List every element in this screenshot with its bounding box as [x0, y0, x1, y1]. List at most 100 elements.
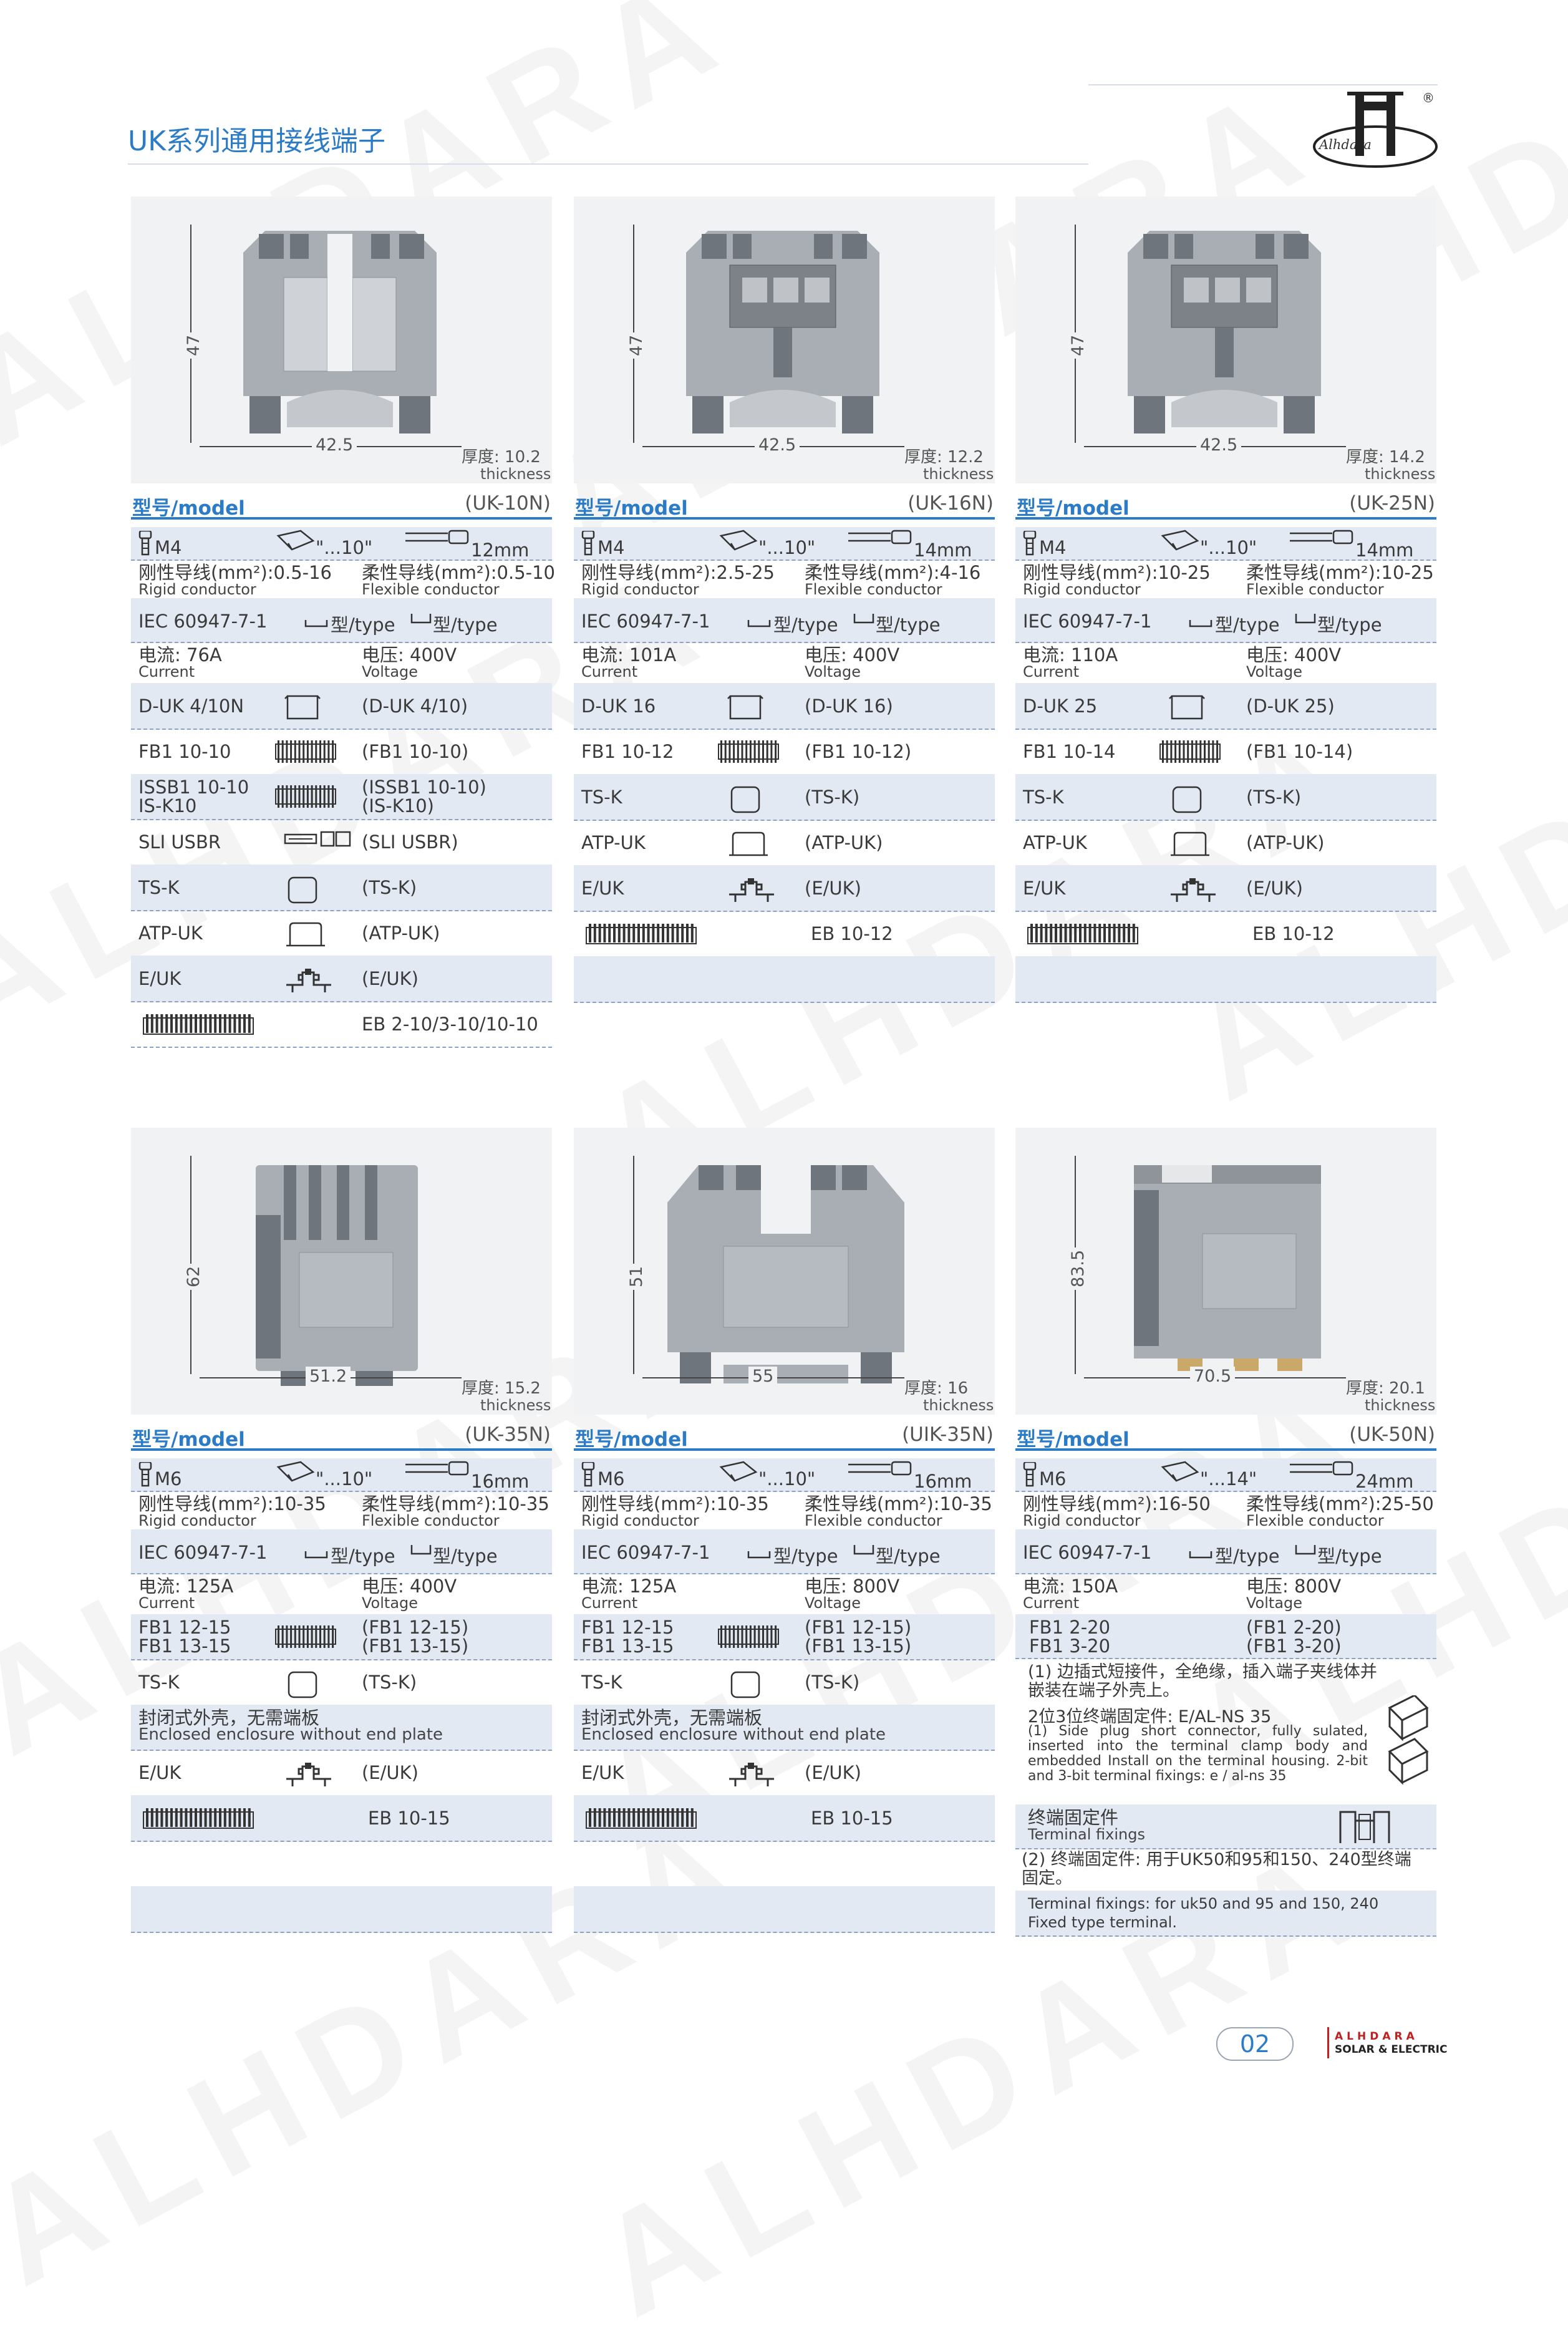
- model-label: 型号/model: [1017, 497, 1130, 520]
- current-cn: 电流: 125A: [581, 1576, 677, 1597]
- accessory-code-text: EB 10-15: [368, 1808, 450, 1829]
- type-g-icon: [853, 1541, 874, 1562]
- marker-strip-icon: [585, 1806, 697, 1835]
- accessory-row: EB 2-10/3-10/10-10: [131, 1001, 552, 1048]
- brand-bar: [1327, 2027, 1329, 2058]
- model-code: (UK-10N): [465, 492, 551, 515]
- thickness-value: 厚度: 14.2: [1346, 448, 1425, 467]
- type-2: 型/type: [433, 614, 498, 636]
- accessory-row: EB 10-12: [574, 911, 995, 957]
- height-dimension: 62: [184, 1263, 203, 1290]
- type-u-icon: [1189, 1544, 1212, 1566]
- accessory-row: E/UK(E/UK): [574, 1750, 995, 1796]
- note1-en: (1) Side plug short connector, fully sul…: [1028, 1723, 1368, 1784]
- accessory-code-text: (TS-K): [805, 787, 860, 808]
- jumper-bar-icon: [274, 1624, 337, 1654]
- partition-icon: [284, 875, 321, 909]
- accessory-code-text: EB 10-12: [811, 923, 893, 944]
- terminal-fixings-cn: 终端固定件: [1028, 1807, 1119, 1828]
- type-2: 型/type: [876, 614, 941, 636]
- type-2: 型/type: [1317, 614, 1382, 636]
- accessory-row: ATP-UK (ATP-UK): [1015, 820, 1436, 866]
- partition-icon: [284, 1670, 321, 1704]
- accessory-code-text: (E/UK): [805, 878, 861, 899]
- end-plate-icon: [284, 694, 321, 725]
- accessory-code-text: (ATP-UK): [805, 832, 883, 853]
- accessory-code-text: (D-UK 4/10): [362, 695, 468, 717]
- strip-length: 14mm: [1355, 540, 1414, 561]
- accessory-name: E/UK: [138, 1762, 181, 1783]
- accessory-name-text: TS-K: [581, 1672, 622, 1693]
- accessory-code: EB 10-15: [811, 1808, 893, 1829]
- accessory-code: (ISSB1 10-10)(IS-K10): [362, 777, 486, 816]
- strip-length-icon: [404, 528, 473, 554]
- accessory-name: FB1 10-10: [138, 741, 231, 762]
- voltage-cn: 电压: 400V: [805, 644, 900, 666]
- model-code: (UK-50N): [1349, 1423, 1435, 1446]
- accessory-code: (TS-K): [805, 787, 859, 808]
- accessory-name: ATP-UK: [1023, 832, 1087, 853]
- gauge-size: "...10": [758, 537, 816, 558]
- title-rule-upper: [1088, 84, 1438, 85]
- accessory-code-text: (ATP-UK): [1246, 832, 1325, 853]
- accessory-name-text: TS-K: [138, 1672, 180, 1693]
- separator-plate-icon: [284, 921, 327, 952]
- accessory-name-text: ATP-UK: [581, 832, 646, 853]
- accessory-row: TS-K(TS-K): [574, 1659, 995, 1706]
- type-u-icon: [304, 613, 328, 634]
- accessory-name-text: D-UK 25: [1023, 695, 1098, 717]
- accessory-row: TS-K(TS-K): [1015, 774, 1436, 821]
- jumper-bar-icon: [717, 739, 780, 768]
- accessory-code: (ATP-UK): [805, 832, 883, 853]
- height-dimension: 51: [627, 1263, 646, 1290]
- accessory-row: E/UK (E/UK): [574, 865, 995, 912]
- width-dimension: 42.5: [1196, 435, 1242, 455]
- end-bracket-icon: [284, 966, 334, 998]
- accessory-name: D-UK 16: [581, 695, 656, 717]
- rigid-conductor-cn: 刚性导线(mm²):10-25: [1023, 562, 1211, 583]
- accessory-name-text: FB1 10-14: [1023, 741, 1116, 762]
- voltage-en: Voltage: [362, 1594, 419, 1612]
- width-dimension: 55: [748, 1367, 778, 1386]
- accessory-name: E/UK: [581, 878, 624, 899]
- screw-icon: [581, 530, 595, 560]
- voltage-cn: 电压: 800V: [805, 1576, 900, 1597]
- screwdriver-icon: [276, 1460, 317, 1489]
- accessory-name: FB1 10-14: [1023, 741, 1116, 762]
- type-u-icon: [1189, 613, 1212, 634]
- accessory-row: [574, 1886, 995, 1933]
- accessory-note-cn: 封闭式外壳，无需端板: [581, 1707, 763, 1728]
- accessory-name: ATP-UK: [581, 832, 646, 853]
- note1-fixing: 2位3位终端固定件: E/AL-NS 35: [1028, 1707, 1272, 1727]
- strip-length-icon: [404, 1460, 473, 1485]
- voltage-cn: 电压: 800V: [1246, 1576, 1342, 1597]
- accessory-code: (E/UK): [805, 878, 861, 899]
- screw-icon: [1023, 530, 1037, 560]
- accessory-name: E/UK: [138, 968, 181, 989]
- accessory-note-en: Enclosed enclosure without end plate: [138, 1725, 443, 1744]
- screw-size: M6: [155, 1468, 182, 1489]
- accessory-name: TS-K: [138, 877, 180, 898]
- type-1: 型/type: [1215, 1546, 1280, 1567]
- accessory-name-text: D-UK 16: [581, 695, 656, 717]
- title-rule: [128, 163, 1088, 165]
- width-dimension: 70.5: [1190, 1367, 1236, 1386]
- accessory-code: (SLI USBR): [362, 831, 458, 853]
